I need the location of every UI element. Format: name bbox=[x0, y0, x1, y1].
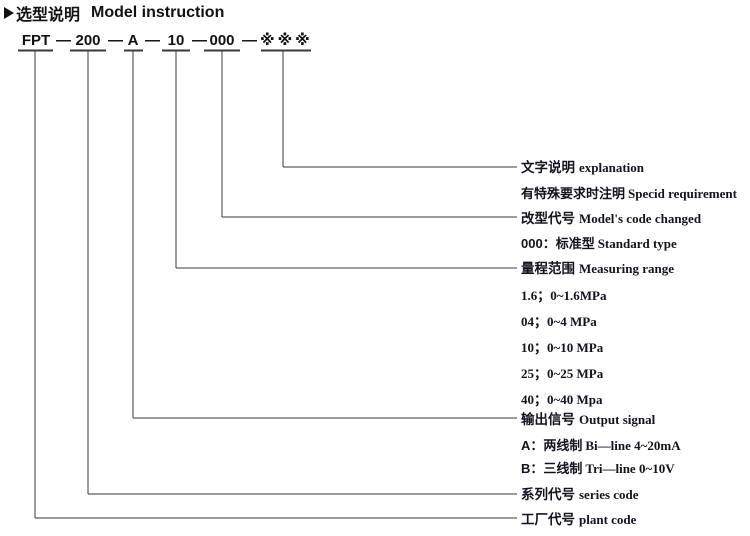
legend-label-en: Model's code changed bbox=[579, 211, 702, 226]
legend-label-cn: 有特殊要求时注明 bbox=[521, 186, 626, 201]
legend-label-cn: 000：标准型 bbox=[521, 236, 595, 251]
model-code-separator-4: — bbox=[192, 32, 207, 49]
legend-label-en: 40；0~40 Mpa bbox=[521, 392, 603, 407]
legend-row: 40；0~40 Mpa bbox=[521, 392, 603, 408]
triangle-right-icon bbox=[4, 7, 14, 19]
model-code-segment-1: FPT bbox=[21, 32, 51, 49]
legend-row: 系列代号 series code bbox=[521, 487, 639, 503]
legend-label-en: Specid requirement bbox=[628, 186, 737, 201]
legend-row: 1.6；0~1.6MPa bbox=[521, 288, 606, 304]
legend-label-cn: B：三线制 bbox=[521, 461, 583, 476]
model-code-segment-6: ※※※ bbox=[260, 32, 313, 49]
legend-label-cn: 改型代号 bbox=[521, 211, 575, 226]
legend-label-en: series code bbox=[579, 487, 639, 502]
page-title-en: Model instruction bbox=[91, 4, 225, 21]
model-code-segment-3: A bbox=[127, 32, 139, 49]
model-code-separator-3: — bbox=[145, 32, 160, 49]
model-code-separator-2: — bbox=[108, 32, 123, 49]
page-title-cn: 选型说明 bbox=[16, 7, 81, 24]
legend-row: 输出信号 Output signal bbox=[521, 412, 655, 428]
legend-label-cn: 系列代号 bbox=[521, 487, 575, 502]
legend-label-en: explanation bbox=[579, 160, 645, 175]
legend-row: 04；0~4 MPa bbox=[521, 314, 597, 330]
legend-label-cn: 文字说明 bbox=[521, 160, 575, 175]
legend-row: 量程范围 Measuring range bbox=[521, 261, 674, 277]
legend-row: 改型代号 Model's code changed bbox=[521, 211, 701, 227]
legend-label-en: 04；0~4 MPa bbox=[521, 314, 597, 329]
legend-label-cn: A：两线制 bbox=[521, 438, 583, 453]
legend-label-en: Standard type bbox=[597, 236, 677, 251]
legend-row: 工厂代号 plant code bbox=[521, 512, 636, 528]
legend-label-cn: 量程范围 bbox=[521, 261, 575, 276]
legend-label-cn: 工厂代号 bbox=[521, 512, 575, 527]
model-code-segment-5: 000 bbox=[209, 32, 235, 49]
legend-label-en: plant code bbox=[579, 512, 637, 527]
legend-label-en: 25；0~25 MPa bbox=[521, 366, 604, 381]
legend-row: 文字说明 explanation bbox=[521, 160, 644, 176]
legend-row: 10；0~10 MPa bbox=[521, 340, 603, 356]
model-code-separator-5: — bbox=[242, 32, 257, 49]
model-code-segment-4: 10 bbox=[167, 32, 185, 49]
model-code-segment-2: 200 bbox=[75, 32, 101, 49]
legend-label-en: Bi—line 4~20mA bbox=[585, 438, 681, 453]
legend-label-en: 1.6；0~1.6MPa bbox=[521, 288, 607, 303]
legend-label-cn: 输出信号 bbox=[521, 412, 575, 427]
legend-label-en: Output signal bbox=[579, 412, 656, 427]
legend-label-en: 10；0~10 MPa bbox=[521, 340, 604, 355]
page-title: 选型说明 Model instruction bbox=[4, 2, 224, 24]
legend-row: 25；0~25 MPa bbox=[521, 366, 603, 382]
legend-label-en: Measuring range bbox=[579, 261, 674, 276]
legend-label-en: Tri—line 0~10V bbox=[585, 461, 675, 476]
model-code-separator-1: — bbox=[56, 32, 71, 49]
